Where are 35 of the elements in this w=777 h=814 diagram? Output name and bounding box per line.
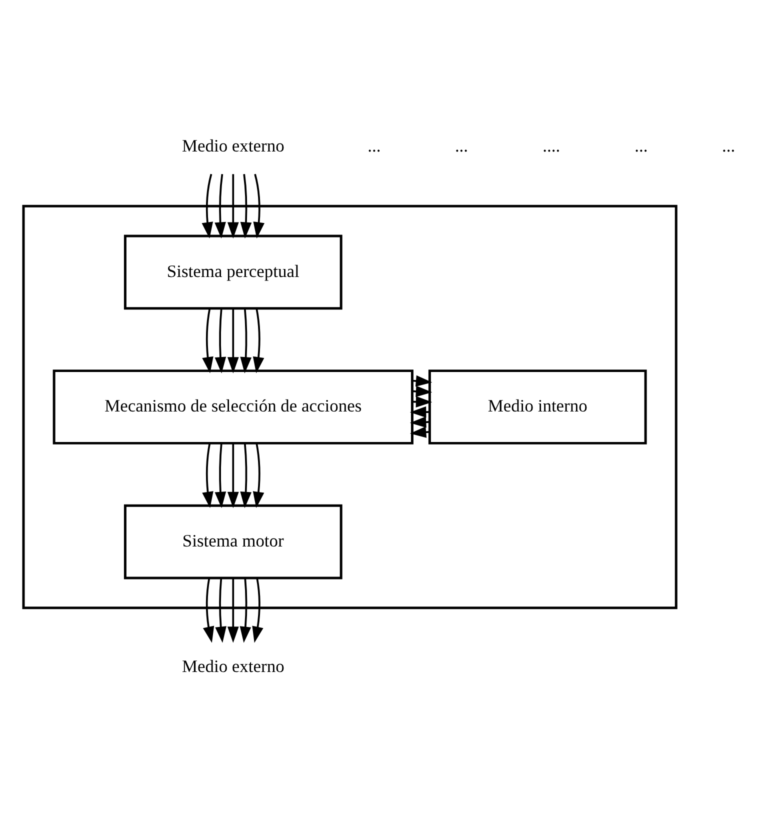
arrow (410, 426, 430, 438)
arrow (214, 174, 226, 238)
arrow (214, 308, 226, 374)
arrow (252, 578, 264, 643)
label: ... (454, 135, 468, 156)
label: .... (542, 135, 560, 156)
node-text: Medio externo (182, 135, 284, 156)
arrow (410, 406, 430, 418)
cluster (22, 204, 678, 610)
arrow (240, 443, 252, 508)
arrow (202, 308, 214, 374)
node-box: Sistema perceptual (124, 234, 342, 310)
arrow (253, 174, 265, 238)
arrow (240, 174, 252, 238)
arrow (240, 308, 252, 374)
arrow (227, 174, 239, 238)
arrow (252, 443, 264, 508)
arrow (202, 578, 214, 643)
arrow (240, 578, 252, 643)
arrow (214, 443, 226, 508)
arrow (227, 443, 239, 508)
arrow (410, 416, 430, 428)
arrow (252, 308, 264, 374)
node-box: Mecanismo de selección de acciones (52, 370, 414, 444)
arrow (215, 578, 226, 643)
node-text: Medio externo (182, 656, 284, 676)
arrow (202, 443, 214, 508)
label: ... (634, 135, 648, 156)
node-box: Sistema motor (124, 504, 342, 580)
node-box: Medio interno (428, 370, 647, 444)
arrow (227, 308, 239, 374)
label: ... (368, 135, 381, 156)
arrow (202, 174, 214, 238)
arrow (227, 578, 239, 643)
label: ... (722, 135, 736, 156)
